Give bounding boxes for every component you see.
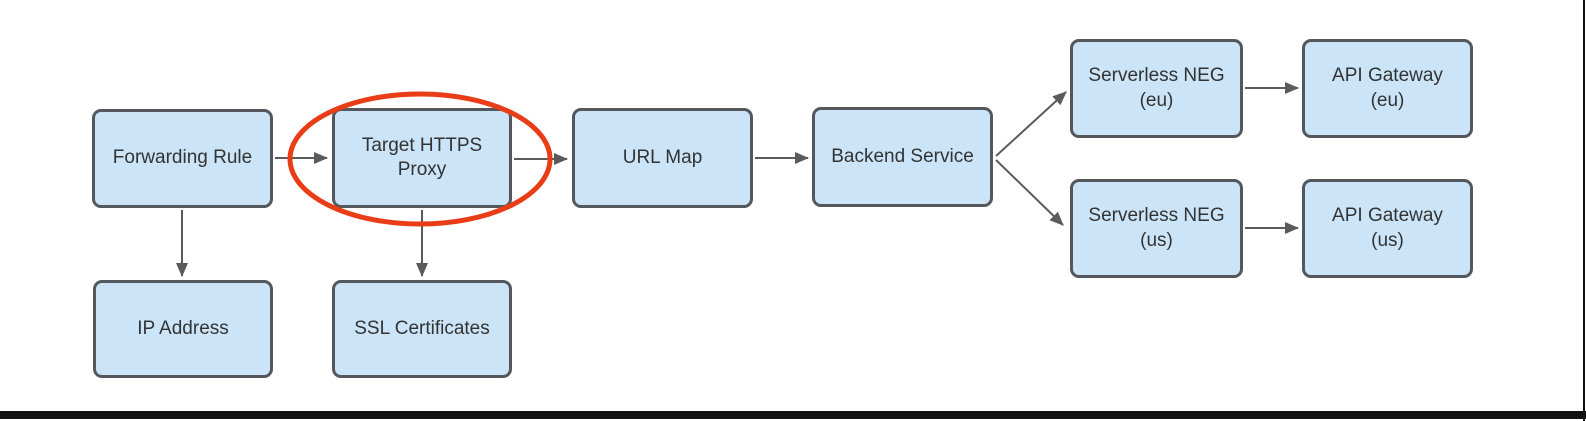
node-api-gateway-eu: API Gateway (eu) <box>1302 39 1473 138</box>
node-ip-address: IP Address <box>93 280 273 378</box>
node-serverless-neg-eu: Serverless NEG (eu) <box>1070 39 1243 138</box>
node-ssl-certificates: SSL Certificates <box>332 280 512 378</box>
node-api-gateway-us: API Gateway (us) <box>1302 179 1473 278</box>
bottom-frame-line <box>0 411 1586 419</box>
node-target-https-proxy: Target HTTPS Proxy <box>332 108 512 208</box>
arrow-backend-service-to-serverless-neg-us <box>995 159 1064 226</box>
node-forwarding-rule: Forwarding Rule <box>92 109 273 208</box>
node-serverless-neg-us: Serverless NEG (us) <box>1070 179 1243 278</box>
right-frame-line <box>1583 0 1585 421</box>
node-backend-service: Backend Service <box>812 107 993 207</box>
arrow-backend-service-to-serverless-neg-eu <box>995 91 1067 157</box>
node-url-map: URL Map <box>572 108 753 208</box>
